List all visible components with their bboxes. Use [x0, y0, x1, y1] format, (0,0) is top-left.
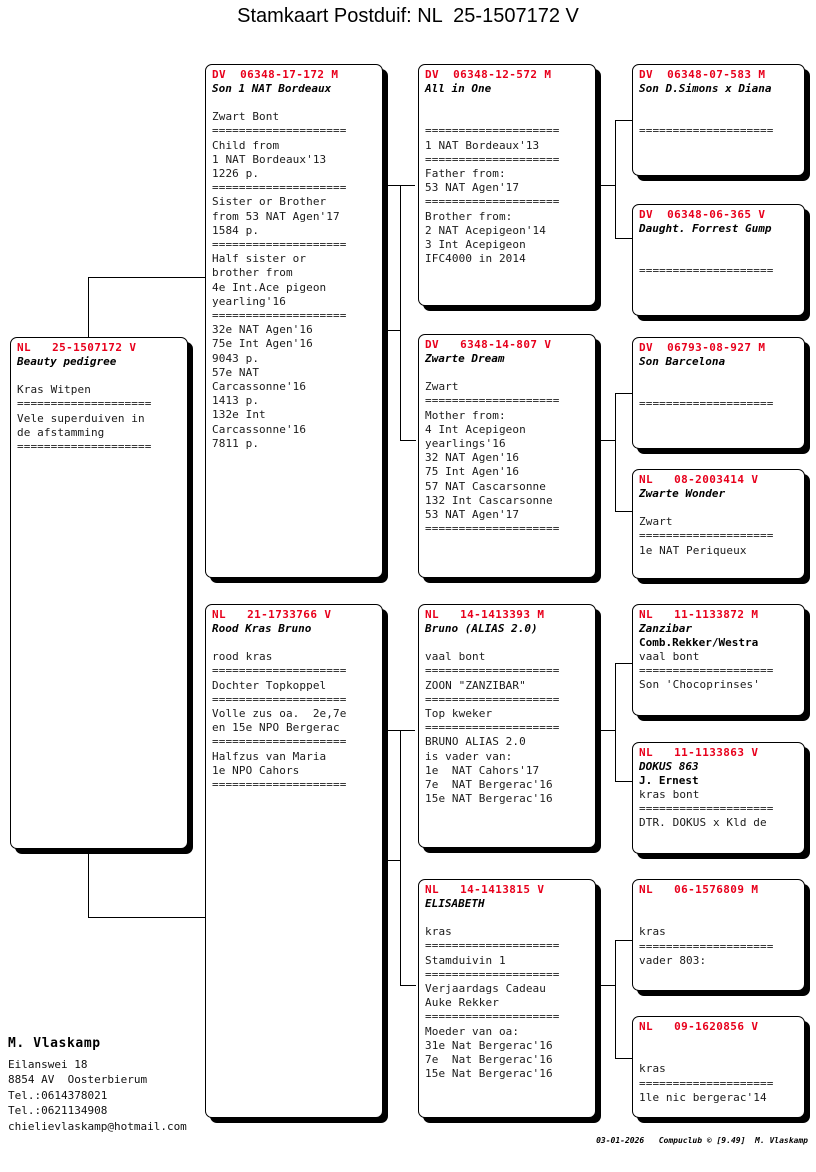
ring-number: NL 14-1413393 M: [425, 608, 545, 621]
pedigree-box-greatgrandparent-4[interactable]: NL 08-2003414 V Zwarte Wonder Zwart ====…: [632, 469, 805, 579]
connector-gp3-to-ggp6: [615, 781, 633, 782]
pigeon-details: kras bont ==================== DTR. DOKU…: [639, 788, 774, 830]
connector-gp3-to-ggp5: [615, 663, 633, 664]
connector-subject-to-father: [88, 277, 206, 278]
pigeon-owner-name: Comb.Rekker/Westra: [639, 636, 759, 649]
connector-father-to-gp1: [385, 185, 415, 186]
ring-number: NL 06-1576809 M: [639, 883, 759, 896]
pigeon-details: ==================== 1 NAT Bordeaux'13 =…: [425, 124, 560, 266]
pedigree-box-grandparent-2[interactable]: DV 6348-14-807 V Zwarte Dream Zwart ====…: [418, 334, 596, 578]
connector-gp2-to-ggp3: [615, 393, 633, 394]
connector-father-trunk: [400, 185, 401, 440]
connector-mother-to-gp3: [385, 730, 415, 731]
pedigree-box-father[interactable]: DV 06348-17-172 M Son 1 NAT Bordeaux Zwa…: [205, 64, 383, 578]
ring-number: DV 06348-07-583 M: [639, 68, 766, 81]
pigeon-name: Son D.Simons x Diana: [639, 82, 772, 95]
pigeon-name: Zwarte Wonder: [639, 487, 726, 500]
pigeon-name: ELISABETH: [425, 897, 485, 910]
pigeon-details: Zwart ==================== 1e NAT Periqu…: [639, 515, 774, 557]
pedigree-box-greatgrandparent-1[interactable]: DV 06348-07-583 M Son D.Simons x Diana =…: [632, 64, 805, 176]
connector-gp4-to-ggp8: [615, 1058, 633, 1059]
pedigree-box-grandparent-3[interactable]: NL 14-1413393 M Bruno (ALIAS 2.0) vaal b…: [418, 604, 596, 848]
connector-gp4-trunk: [615, 940, 616, 1058]
pigeon-details: kras ==================== Stamduivin 1 =…: [425, 925, 560, 1081]
footer-credit: 03-01-2026 Compuclub © [9.49] M. Vlaskam…: [596, 1136, 808, 1145]
ring-number: DV 06348-17-172 M: [212, 68, 339, 81]
connector-subject-to-mother: [88, 917, 206, 918]
page-title: Stamkaart Postduif: NL 25-1507172 V: [237, 5, 579, 27]
pedigree-box-mother[interactable]: NL 21-1733766 V Rood Kras Bruno rood kra…: [205, 604, 383, 1118]
pigeon-details: Kras Witpen ==================== Vele su…: [17, 383, 152, 454]
connector-mother-to-gp4: [400, 985, 416, 986]
connector-gp1-out: [600, 185, 616, 186]
pedigree-box-greatgrandparent-5[interactable]: NL 11-1133872 M Zanzibar Comb.Rekker/Wes…: [632, 604, 805, 716]
pigeon-details: kras ==================== vader 803:: [639, 925, 774, 967]
pigeon-owner-name: J. Ernest: [639, 774, 699, 787]
pigeon-name: Zanzibar: [639, 622, 692, 635]
pigeon-name: All in One: [425, 82, 492, 95]
pigeon-details: rood kras ==================== Dochter T…: [212, 650, 347, 792]
pigeon-details: vaal bont ==================== Son 'Choc…: [639, 650, 774, 692]
connector-gp2-trunk: [615, 393, 616, 511]
pigeon-name: Son Barcelona: [639, 355, 726, 368]
connector-subject-stub: [88, 277, 89, 337]
pedigree-box-greatgrandparent-8[interactable]: NL 09-1620856 V kras ===================…: [632, 1016, 805, 1118]
connector-gp3-trunk: [615, 663, 616, 781]
pigeon-details: kras ==================== 1le nic berger…: [639, 1062, 774, 1104]
connector-gp4-to-ggp7: [615, 940, 633, 941]
pigeon-name: Beauty pedigree: [17, 355, 117, 368]
pigeon-details: ====================: [639, 124, 774, 138]
connector-father-to-gp2: [400, 440, 416, 441]
ring-number: NL 11-1133863 V: [639, 746, 759, 759]
connector-gp1-to-ggp2: [615, 238, 633, 239]
pedigree-box-subject[interactable]: NL 25-1507172 V Beauty pedigree Kras Wit…: [10, 337, 188, 849]
pigeon-name: Zwarte Dream: [425, 352, 505, 365]
pigeon-details: ====================: [639, 264, 774, 278]
pigeon-details: vaal bont ==================== ZOON "ZAN…: [425, 650, 560, 806]
connector-gp3-out: [600, 730, 616, 731]
ring-number: NL 09-1620856 V: [639, 1020, 759, 1033]
pedigree-box-grandparent-4[interactable]: NL 14-1413815 V ELISABETH kras =========…: [418, 879, 596, 1118]
connector-gp2-to-ggp4: [615, 511, 633, 512]
pigeon-name: Son 1 NAT Bordeaux: [212, 82, 332, 95]
pigeon-name: Rood Kras Bruno: [212, 622, 312, 635]
pigeon-name: Bruno (ALIAS 2.0): [425, 622, 538, 635]
pedigree-box-greatgrandparent-6[interactable]: NL 11-1133863 V DOKUS 863 J. Ernest kras…: [632, 742, 805, 854]
ring-number: DV 6348-14-807 V: [425, 338, 552, 351]
owner-name: M. Vlaskamp: [8, 1036, 101, 1051]
ring-number: DV 06348-12-572 M: [425, 68, 552, 81]
connector-father-out: [385, 330, 401, 331]
ring-number: NL 25-1507172 V: [17, 341, 137, 354]
pigeon-details: ====================: [639, 397, 774, 411]
ring-number: DV 06348-06-365 V: [639, 208, 766, 221]
pigeon-name: Daught. Forrest Gump: [639, 222, 772, 235]
ring-number: NL 21-1733766 V: [212, 608, 332, 621]
connector-gp4-out: [600, 985, 616, 986]
connector-gp1-to-ggp1: [615, 120, 633, 121]
ring-number: NL 14-1413815 V: [425, 883, 545, 896]
pedigree-box-greatgrandparent-3[interactable]: DV 06793-08-927 M Son Barcelona ========…: [632, 337, 805, 449]
pedigree-box-greatgrandparent-2[interactable]: DV 06348-06-365 V Daught. Forrest Gump =…: [632, 204, 805, 316]
connector-mother-trunk: [400, 730, 401, 985]
pedigree-box-grandparent-1[interactable]: DV 06348-12-572 M All in One ===========…: [418, 64, 596, 306]
ring-number: DV 06793-08-927 M: [639, 341, 766, 354]
pigeon-details: Zwart ==================== Mother from: …: [425, 380, 560, 536]
pigeon-name: DOKUS 863: [639, 760, 699, 773]
ring-number: NL 11-1133872 M: [639, 608, 759, 621]
owner-address: Eilanswei 18 8854 AV Oosterbierum Tel.:0…: [8, 1058, 187, 1133]
ring-number: NL 08-2003414 V: [639, 473, 759, 486]
connector-mother-out: [385, 860, 401, 861]
connector-gp1-trunk: [615, 120, 616, 238]
pedigree-box-greatgrandparent-7[interactable]: NL 06-1576809 M kras ===================…: [632, 879, 805, 991]
pigeon-details: Zwart Bont ==================== Child fr…: [212, 110, 347, 450]
connector-gp2-out: [600, 440, 616, 441]
